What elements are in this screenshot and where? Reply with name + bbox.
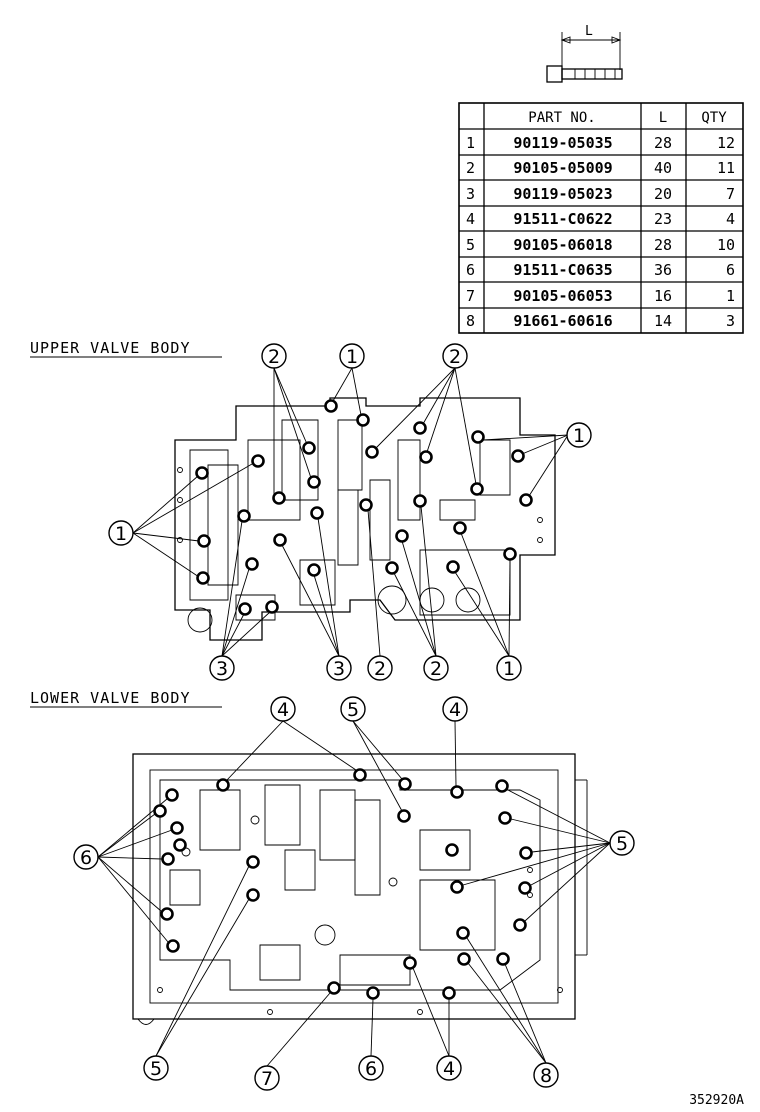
table-cell-part-no: 90105-06018: [513, 236, 612, 254]
table-cell-qty: 6: [726, 261, 735, 279]
callout-bubble: 1: [496, 655, 522, 681]
callout-bubble: 1: [339, 343, 365, 369]
table-cell-length: 16: [654, 287, 672, 305]
callout-bubble: 4: [442, 696, 468, 722]
table-cell-item: 6: [466, 261, 475, 279]
table-cell-item: 3: [466, 185, 475, 203]
callout-bubble: 2: [367, 655, 393, 681]
callout-number: 2: [268, 346, 280, 368]
callout-bubble: 5: [340, 696, 366, 722]
callout-number: 2: [430, 658, 442, 680]
callout-bubble: 1: [108, 520, 134, 546]
upper-valve-body-outline: [174, 397, 556, 641]
lower-valve-body-title: LOWER VALVE BODY: [30, 689, 191, 707]
callout-number: 1: [346, 346, 358, 368]
callout-number: 1: [503, 658, 515, 680]
table-cell-qty: 12: [717, 134, 735, 152]
table-cell-item: 5: [466, 236, 475, 254]
table-header-length: L: [659, 110, 667, 126]
table-cell-length: 23: [654, 210, 672, 228]
parts-table: PART NO. L QTY 1 90119-05035 28 12 2 901…: [458, 102, 744, 334]
table-cell-qty: 10: [717, 236, 735, 254]
table-cell-length: 20: [654, 185, 672, 203]
callout-number: 5: [347, 699, 359, 721]
upper-bolt-markers: [195, 399, 533, 616]
callout-bubble: 4: [270, 696, 296, 722]
table-cell-item: 2: [466, 159, 475, 177]
callout-number: 6: [80, 847, 92, 869]
table-cell-qty: 1: [726, 287, 735, 305]
callout-bubble: 1: [566, 422, 592, 448]
callout-number: 1: [115, 523, 127, 545]
lower-bolt-markers: [153, 768, 533, 1000]
table-cell-qty: 3: [726, 312, 735, 330]
callout-number: 2: [449, 346, 461, 368]
callout-number: 4: [449, 699, 461, 721]
table-cell-part-no: 90119-05023: [513, 185, 612, 203]
table-cell-item: 8: [466, 312, 475, 330]
table-cell-item: 7: [466, 287, 475, 305]
table-cell-length: 28: [654, 134, 672, 152]
callout-number: 3: [216, 658, 228, 680]
figure-id: 352920A: [689, 1093, 744, 1108]
callout-number: 6: [365, 1058, 377, 1080]
callout-bubble: 6: [358, 1055, 384, 1081]
callout-number: 2: [374, 658, 386, 680]
upper-callouts: 2 1 2 1 1 3 3 2 2 1: [108, 343, 592, 681]
callout-bubble: 2: [442, 343, 468, 369]
table-cell-length: 36: [654, 261, 672, 279]
callout-bubble: 2: [423, 655, 449, 681]
callout-bubble: 7: [254, 1065, 280, 1091]
table-cell-qty: 11: [717, 159, 735, 177]
callout-bubble: 2: [261, 343, 287, 369]
table-cell-part-no: 90105-06053: [513, 287, 612, 305]
table-cell-length: 28: [654, 236, 672, 254]
table-header-part-no: PART NO.: [528, 110, 595, 126]
callout-number: 4: [277, 699, 289, 721]
table-cell-qty: 4: [726, 210, 735, 228]
table-cell-part-no: 91511-C0635: [513, 261, 612, 279]
dimension-label: L: [585, 24, 593, 39]
callout-bubble: 3: [209, 655, 235, 681]
callout-bubble: 3: [326, 655, 352, 681]
table-cell-length: 40: [654, 159, 672, 177]
table-cell-item: 4: [466, 210, 475, 228]
callout-number: 7: [261, 1068, 273, 1090]
upper-leader-lines: [132, 367, 569, 657]
callout-number: 4: [443, 1058, 455, 1080]
table-cell-item: 1: [466, 134, 475, 152]
upper-valve-body-title: UPPER VALVE BODY: [30, 339, 191, 357]
callout-bubble: 5: [609, 830, 635, 856]
callout-number: 8: [540, 1065, 552, 1087]
table-cell-part-no: 90105-05009: [513, 159, 612, 177]
table-cell-qty: 7: [726, 185, 735, 203]
callout-bubble: 5: [143, 1055, 169, 1081]
table-cell-length: 14: [654, 312, 672, 330]
callout-bubble: 4: [436, 1055, 462, 1081]
table-cell-part-no: 91511-C0622: [513, 210, 612, 228]
callout-bubble: 8: [533, 1062, 559, 1088]
table-cell-part-no: 90119-05035: [513, 134, 612, 152]
lower-leader-lines: [97, 720, 611, 1067]
callout-number: 3: [333, 658, 345, 680]
callout-bubble: 6: [73, 844, 99, 870]
table-header-qty: QTY: [701, 110, 727, 126]
lower-callouts: 4 5 4 6 5 5 7 6 4 8: [73, 696, 635, 1091]
callout-number: 5: [616, 833, 628, 855]
callout-number: 1: [573, 425, 585, 447]
callout-number: 5: [150, 1058, 162, 1080]
table-cell-part-no: 91661-60616: [513, 312, 612, 330]
bolt-dimension-icon: L: [546, 24, 623, 83]
